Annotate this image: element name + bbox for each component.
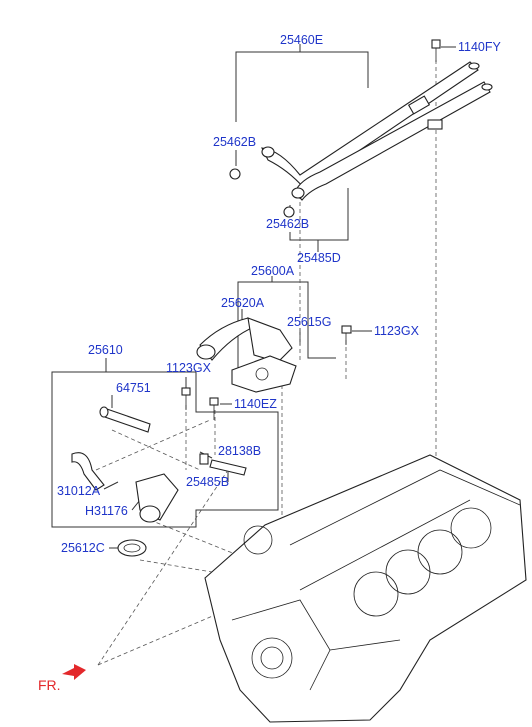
label-25485b: 25485B [186, 475, 230, 489]
label-1140fy: 1140FY [458, 40, 501, 54]
front-marker-label: FR. [38, 677, 61, 693]
label-1123gx-left: 1123GX [166, 361, 211, 375]
bolt-1123gx-right [341, 325, 352, 345]
alignment-lines [95, 60, 437, 666]
label-25620a: 25620A [221, 296, 265, 310]
coolant-pipe-assembly [229, 61, 493, 218]
bolt-1140fy [431, 39, 441, 62]
bolts-left [181, 387, 219, 420]
label-1123gx-right: 1123GX [374, 324, 419, 338]
label-25462b-top: 25462B [213, 135, 257, 149]
label-31012a: 31012A [57, 484, 101, 498]
label-h31176: H31176 [85, 504, 128, 518]
front-arrow-icon [62, 664, 86, 680]
label-25615g: 25615G [287, 315, 332, 329]
label-28138b: 28138B [218, 444, 262, 458]
label-25485d: 25485D [297, 251, 341, 265]
label-1140ez: 1140EZ [234, 397, 277, 411]
label-25610: 25610 [88, 343, 123, 357]
water-outlet-assembly [196, 317, 297, 393]
label-25460e: 25460E [280, 33, 324, 47]
gasket-25612c [117, 539, 147, 557]
label-64751: 64751 [116, 381, 151, 395]
label-25600a: 25600A [251, 264, 295, 278]
label-25612c: 25612C [61, 541, 105, 555]
label-25462b-bottom: 25462B [266, 217, 310, 231]
engine-block [204, 454, 527, 723]
bypass-pipe-assembly [71, 406, 247, 523]
